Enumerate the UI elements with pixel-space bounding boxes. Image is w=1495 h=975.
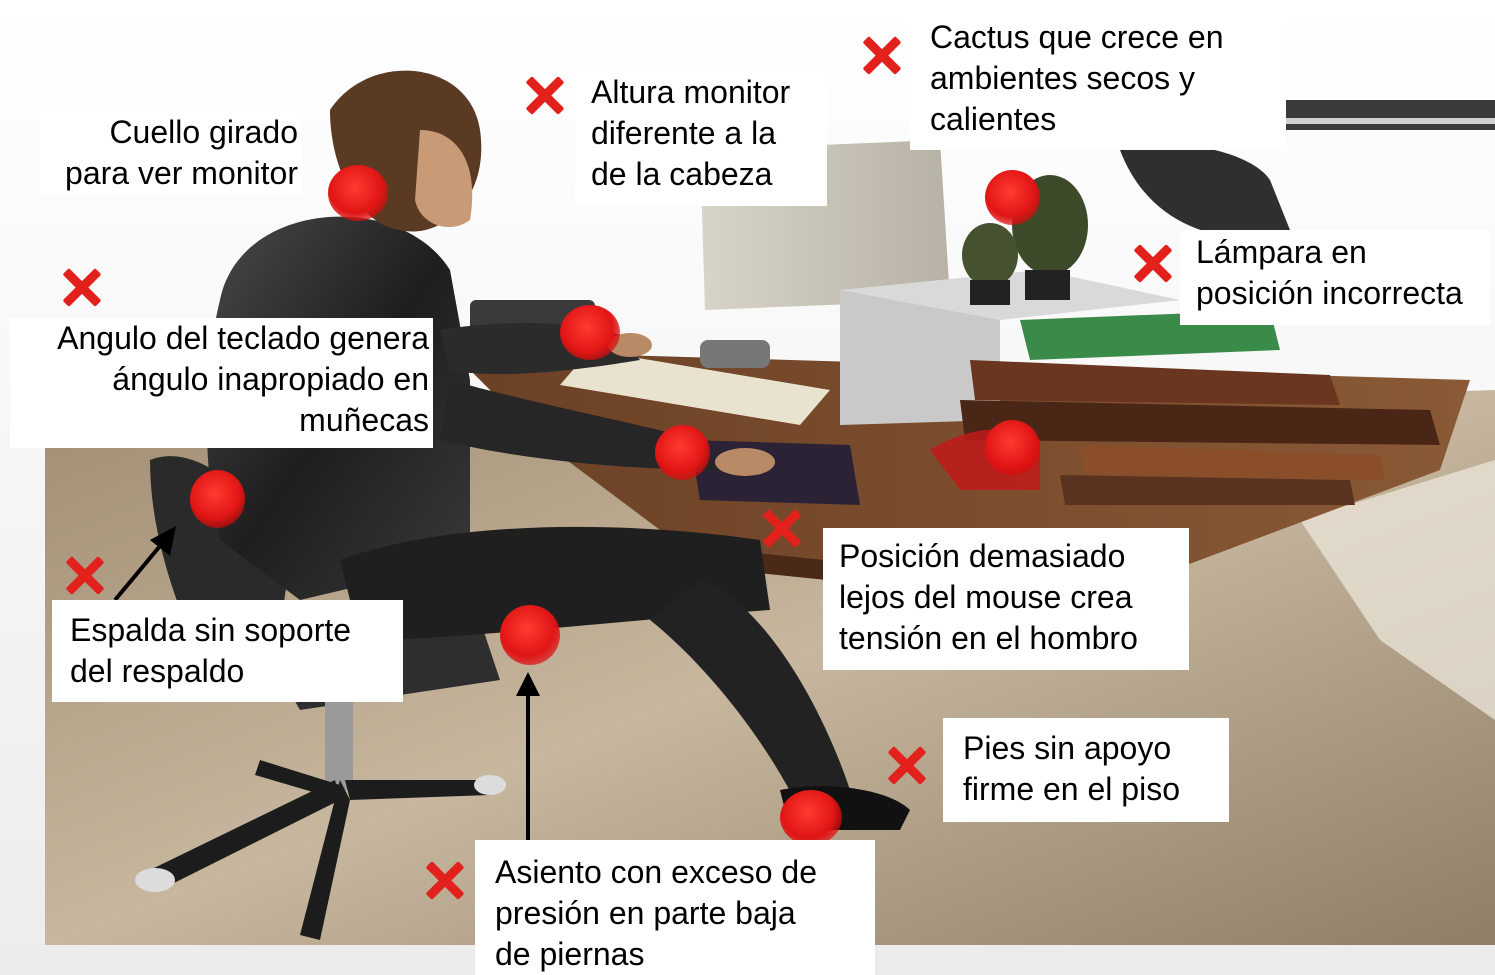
hotspot-elbow-dot-icon <box>560 305 620 360</box>
book-2 <box>960 400 1440 445</box>
chair-leg-2 <box>300 780 350 940</box>
label-back-support: Espalda sin soporte del respaldo <box>52 600 403 702</box>
book-3 <box>1080 445 1385 480</box>
label-monitor-height: Altura monitor diferente a la de la cabe… <box>575 70 827 206</box>
hotspot-wrist-dot-icon <box>655 425 710 480</box>
hotspot-back-dot-icon <box>190 470 245 528</box>
chair-wheel <box>135 868 175 892</box>
desk-lamp-arm-highlight <box>1285 118 1495 124</box>
hotspot-cactus-dot-icon <box>985 170 1040 225</box>
desk-lamp-shade <box>1120 144 1290 238</box>
label-cactus: Cactus que crece en ambientes secos y ca… <box>910 15 1286 150</box>
arrow-seat-head <box>516 672 540 696</box>
book-1 <box>970 360 1340 405</box>
floor-light-patch <box>1300 460 1495 720</box>
computer-case <box>840 285 1000 425</box>
desk-accessory <box>700 340 770 368</box>
keyboard <box>560 350 830 425</box>
hotspot-foot-dot-icon <box>780 790 842 845</box>
hotspot-mouse-dot-icon <box>985 420 1040 475</box>
arrow-backrest-line <box>113 538 167 602</box>
chair-column <box>325 700 353 790</box>
chair-leg-3 <box>345 780 490 800</box>
hotspot-neck-dot-icon <box>328 165 388 221</box>
chair-leg-1 <box>150 780 340 890</box>
label-feet: Pies sin apoyo firme en el piso <box>943 718 1229 822</box>
book-4 <box>1060 475 1355 505</box>
cactus-pot <box>1025 270 1070 300</box>
person-face <box>415 130 473 228</box>
person-shin <box>650 580 850 810</box>
label-mouse-distance: Posición demasiado lejos del mouse crea … <box>823 528 1189 670</box>
cactus-pot-small <box>970 280 1010 305</box>
chair-leg-4 <box>255 760 340 800</box>
desk-lamp-arm <box>1280 100 1495 130</box>
cactus-small <box>962 223 1018 287</box>
chair-wheel <box>474 775 506 795</box>
label-keyboard-angle: Angulo del teclado genera ángulo inaprop… <box>10 318 433 448</box>
person-hand <box>715 448 775 476</box>
label-neck: Cuello girado para ver monitor <box>40 110 302 195</box>
person-arm-mouse <box>440 380 720 470</box>
hotspot-seat-dot-icon <box>500 605 560 665</box>
label-seat-pressure: Asiento con exceso de presión en parte b… <box>475 840 875 975</box>
label-lamp: Lámpara en posición incorrecta <box>1180 230 1490 325</box>
arrow-backrest-head <box>150 526 176 556</box>
